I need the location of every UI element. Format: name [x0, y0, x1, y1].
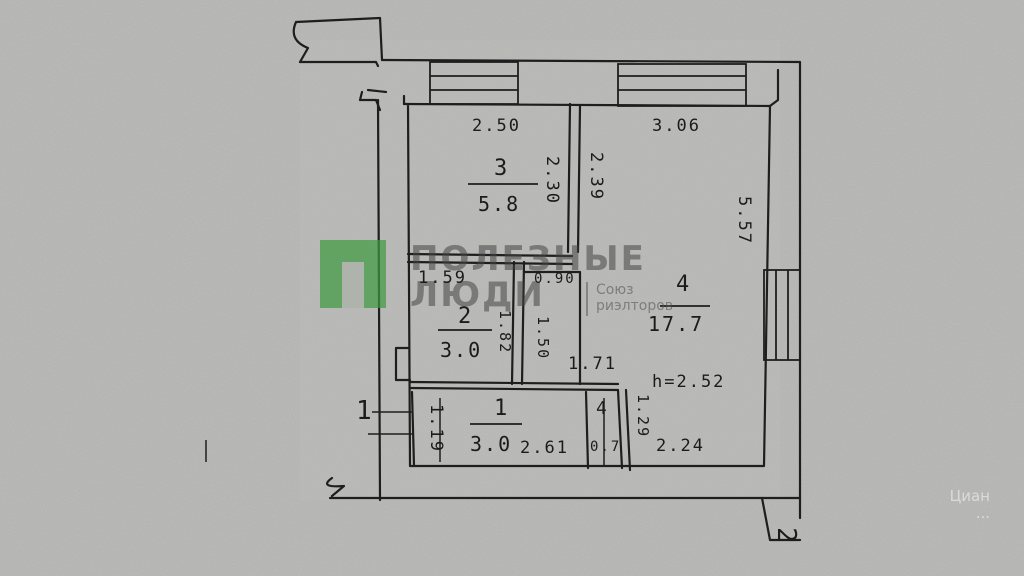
axis-ticks [205, 398, 605, 466]
outer-wall-outer-line [380, 58, 802, 520]
watermark-title-1: ПОЛЕЗНЫЕ [410, 239, 646, 279]
dim-room1-width: 2.61 [520, 438, 569, 458]
room-2-area: 3.0 [440, 338, 483, 362]
bottom-right-break [760, 496, 802, 542]
room-2-number: 2 [458, 304, 472, 329]
dim-ceiling-height: h=2.52 [652, 372, 726, 392]
axis-label-bottom: 2 [770, 527, 801, 543]
window-right [763, 269, 801, 361]
window-top-right [617, 63, 747, 107]
dim-room3-height: 2.30 [542, 156, 562, 205]
corner-watermark-line2: ... [975, 503, 990, 522]
closet-walls [584, 388, 632, 472]
axis-label-left: 1 [356, 396, 372, 426]
dim-room4-bottom: 2.24 [656, 436, 705, 456]
corner-watermark: Циан ... [830, 488, 990, 521]
room2-door [394, 346, 412, 382]
corner-watermark-line1: Циан [949, 487, 990, 505]
dim-room4-width: 3.06 [652, 116, 701, 136]
room-4-number: 4 [676, 272, 690, 297]
corridor-wall [408, 380, 620, 392]
dim-room4-inner: 2.39 [586, 152, 606, 201]
fraction-bars [438, 183, 710, 425]
watermark-logo [320, 240, 386, 308]
room-3-number: 3 [494, 156, 508, 181]
watermark-title-2: ЛЮДИ [410, 275, 545, 315]
watermark-sub-2: риэлторов [596, 298, 674, 314]
niche-walls [510, 260, 582, 386]
room-3-area: 5.8 [478, 192, 521, 216]
room-1-area: 3.0 [470, 432, 513, 456]
watermark-divider [586, 282, 588, 316]
room-1-number: 1 [494, 396, 508, 421]
dim-niche-height: 1.50 [534, 316, 552, 361]
closet-number: 4 [596, 398, 607, 419]
window-top-left [429, 61, 519, 105]
dim-corridor-width: 1.71 [568, 354, 617, 374]
dim-closet-area: 0.7 [590, 439, 622, 455]
dim-niche-width: 0.90 [534, 271, 576, 287]
watermark-sub-1: Союз [596, 282, 634, 298]
entrance-wall [410, 390, 416, 468]
dim-room2-height: 1.82 [496, 310, 514, 355]
partition-3-4 [566, 102, 582, 254]
bottom-outer-wall [326, 476, 802, 500]
partition-3-2 [406, 252, 574, 266]
room-4-area: 17.7 [648, 312, 705, 336]
dim-closet-height: 1.29 [634, 394, 652, 439]
dim-room4-height: 5.57 [734, 196, 754, 245]
dim-room3-width: 2.50 [472, 116, 521, 136]
dim-room1-height: 1.19 [426, 404, 446, 453]
dim-room2-width: 1.59 [418, 268, 467, 288]
watermark-logo-cutout [342, 262, 364, 308]
top-wall-thickness [402, 68, 780, 108]
top-left-break-line [292, 16, 384, 68]
